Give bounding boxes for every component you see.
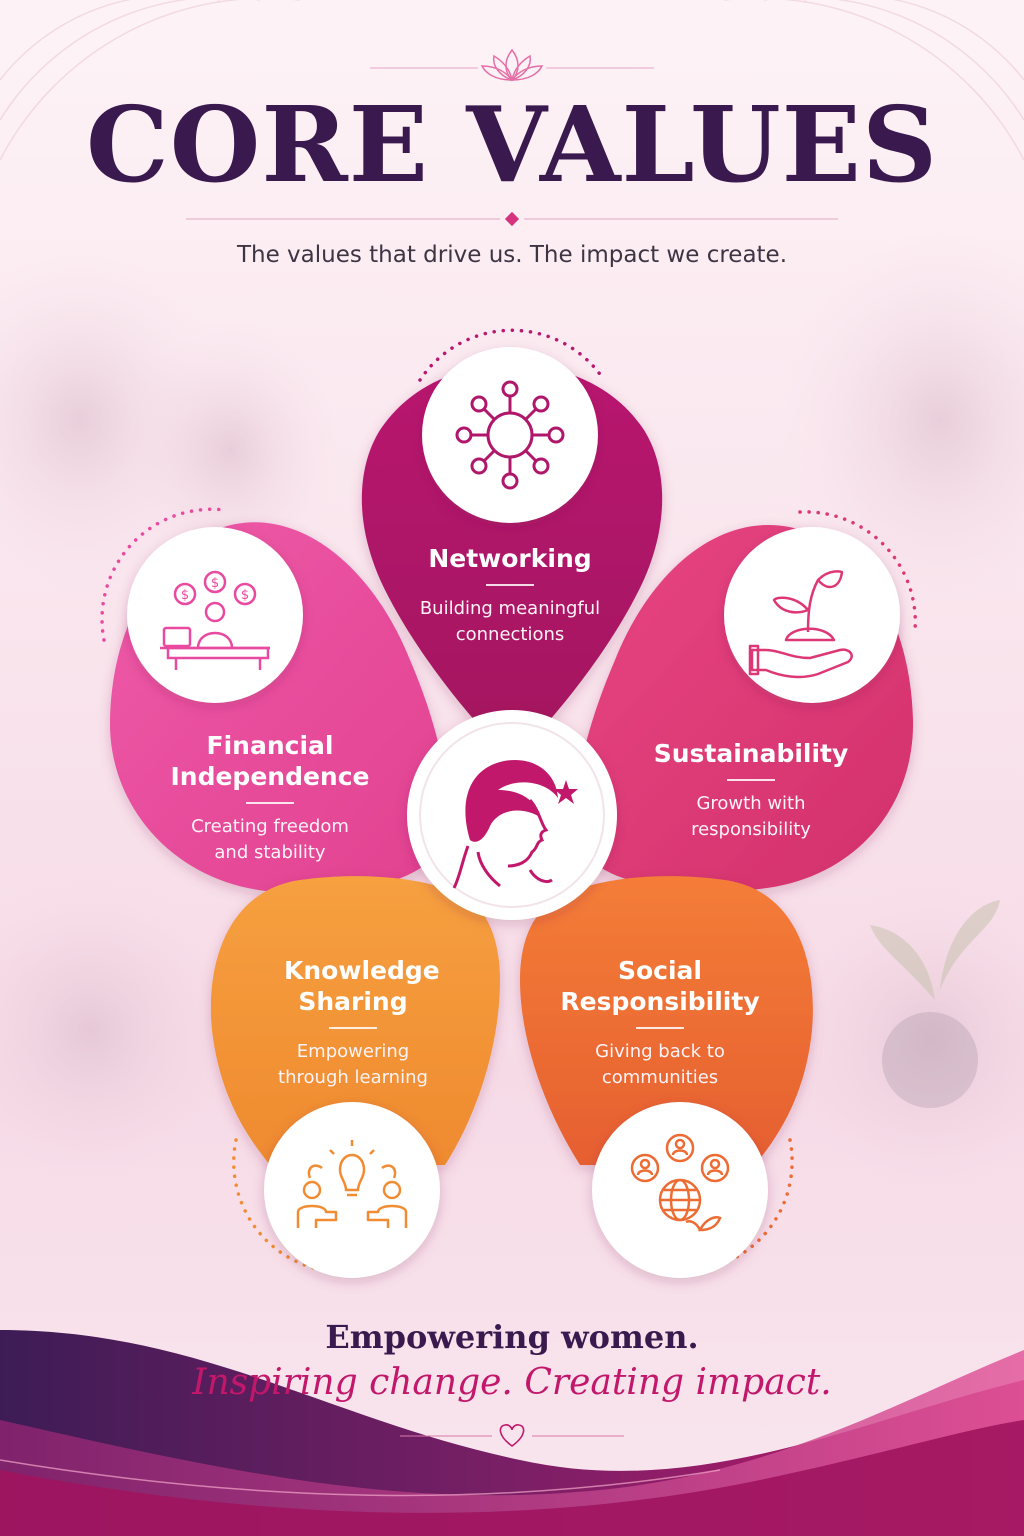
lotus-icon — [480, 48, 544, 82]
value-title: Networking — [428, 544, 592, 573]
value-divider — [329, 1027, 377, 1029]
value-card-knowledge-sharing: Knowledge Sharing Empowering through lea… — [248, 955, 458, 1091]
value-card-sustainability: Sustainability Growth with responsibilit… — [645, 738, 857, 843]
value-description: Giving back to communities — [595, 1041, 725, 1088]
financial-icon: $ $ $ — [160, 570, 270, 670]
page-subtitle: The values that drive us. The impact we … — [236, 242, 788, 268]
value-divider — [486, 584, 534, 586]
page-title: CORE VALUES — [85, 83, 939, 206]
heart-icon — [499, 1424, 525, 1447]
woman-profile-icon — [452, 759, 578, 889]
petal-social-responsibility — [520, 876, 813, 1165]
footer-tagline-primary: Empowering women. — [325, 1318, 699, 1356]
value-divider — [727, 779, 775, 781]
value-description: Growth with responsibility — [691, 793, 811, 840]
svg-text:$: $ — [241, 588, 249, 603]
value-title: Financial Independence — [170, 731, 370, 791]
network-icon — [455, 380, 565, 490]
plant-hand-icon — [748, 570, 853, 679]
value-card-financial-independence: Financial Independence Creating freedom … — [160, 730, 380, 866]
value-description: Empowering through learning — [278, 1041, 428, 1088]
value-title: Sustainability — [653, 739, 849, 768]
global-community-icon — [630, 1133, 730, 1232]
value-divider — [636, 1027, 684, 1029]
svg-text:$: $ — [211, 576, 219, 591]
value-card-networking: Networking Building meaningful connectio… — [395, 543, 625, 648]
svg-text:$: $ — [181, 588, 189, 603]
value-description: Building meaningful connections — [419, 598, 601, 645]
value-card-social-responsibility: Social Responsibility Giving back to com… — [555, 955, 765, 1091]
petal-knowledge-sharing — [210, 876, 500, 1165]
value-title: Social Responsibility — [560, 956, 760, 1016]
value-divider — [246, 802, 294, 804]
value-title: Knowledge Sharing — [284, 956, 440, 1016]
idea-sharing-icon — [296, 1140, 408, 1228]
value-description: Creating freedom and stability — [191, 816, 349, 863]
footer-tagline-secondary: Inspiring change. Creating impact. — [192, 1362, 832, 1403]
